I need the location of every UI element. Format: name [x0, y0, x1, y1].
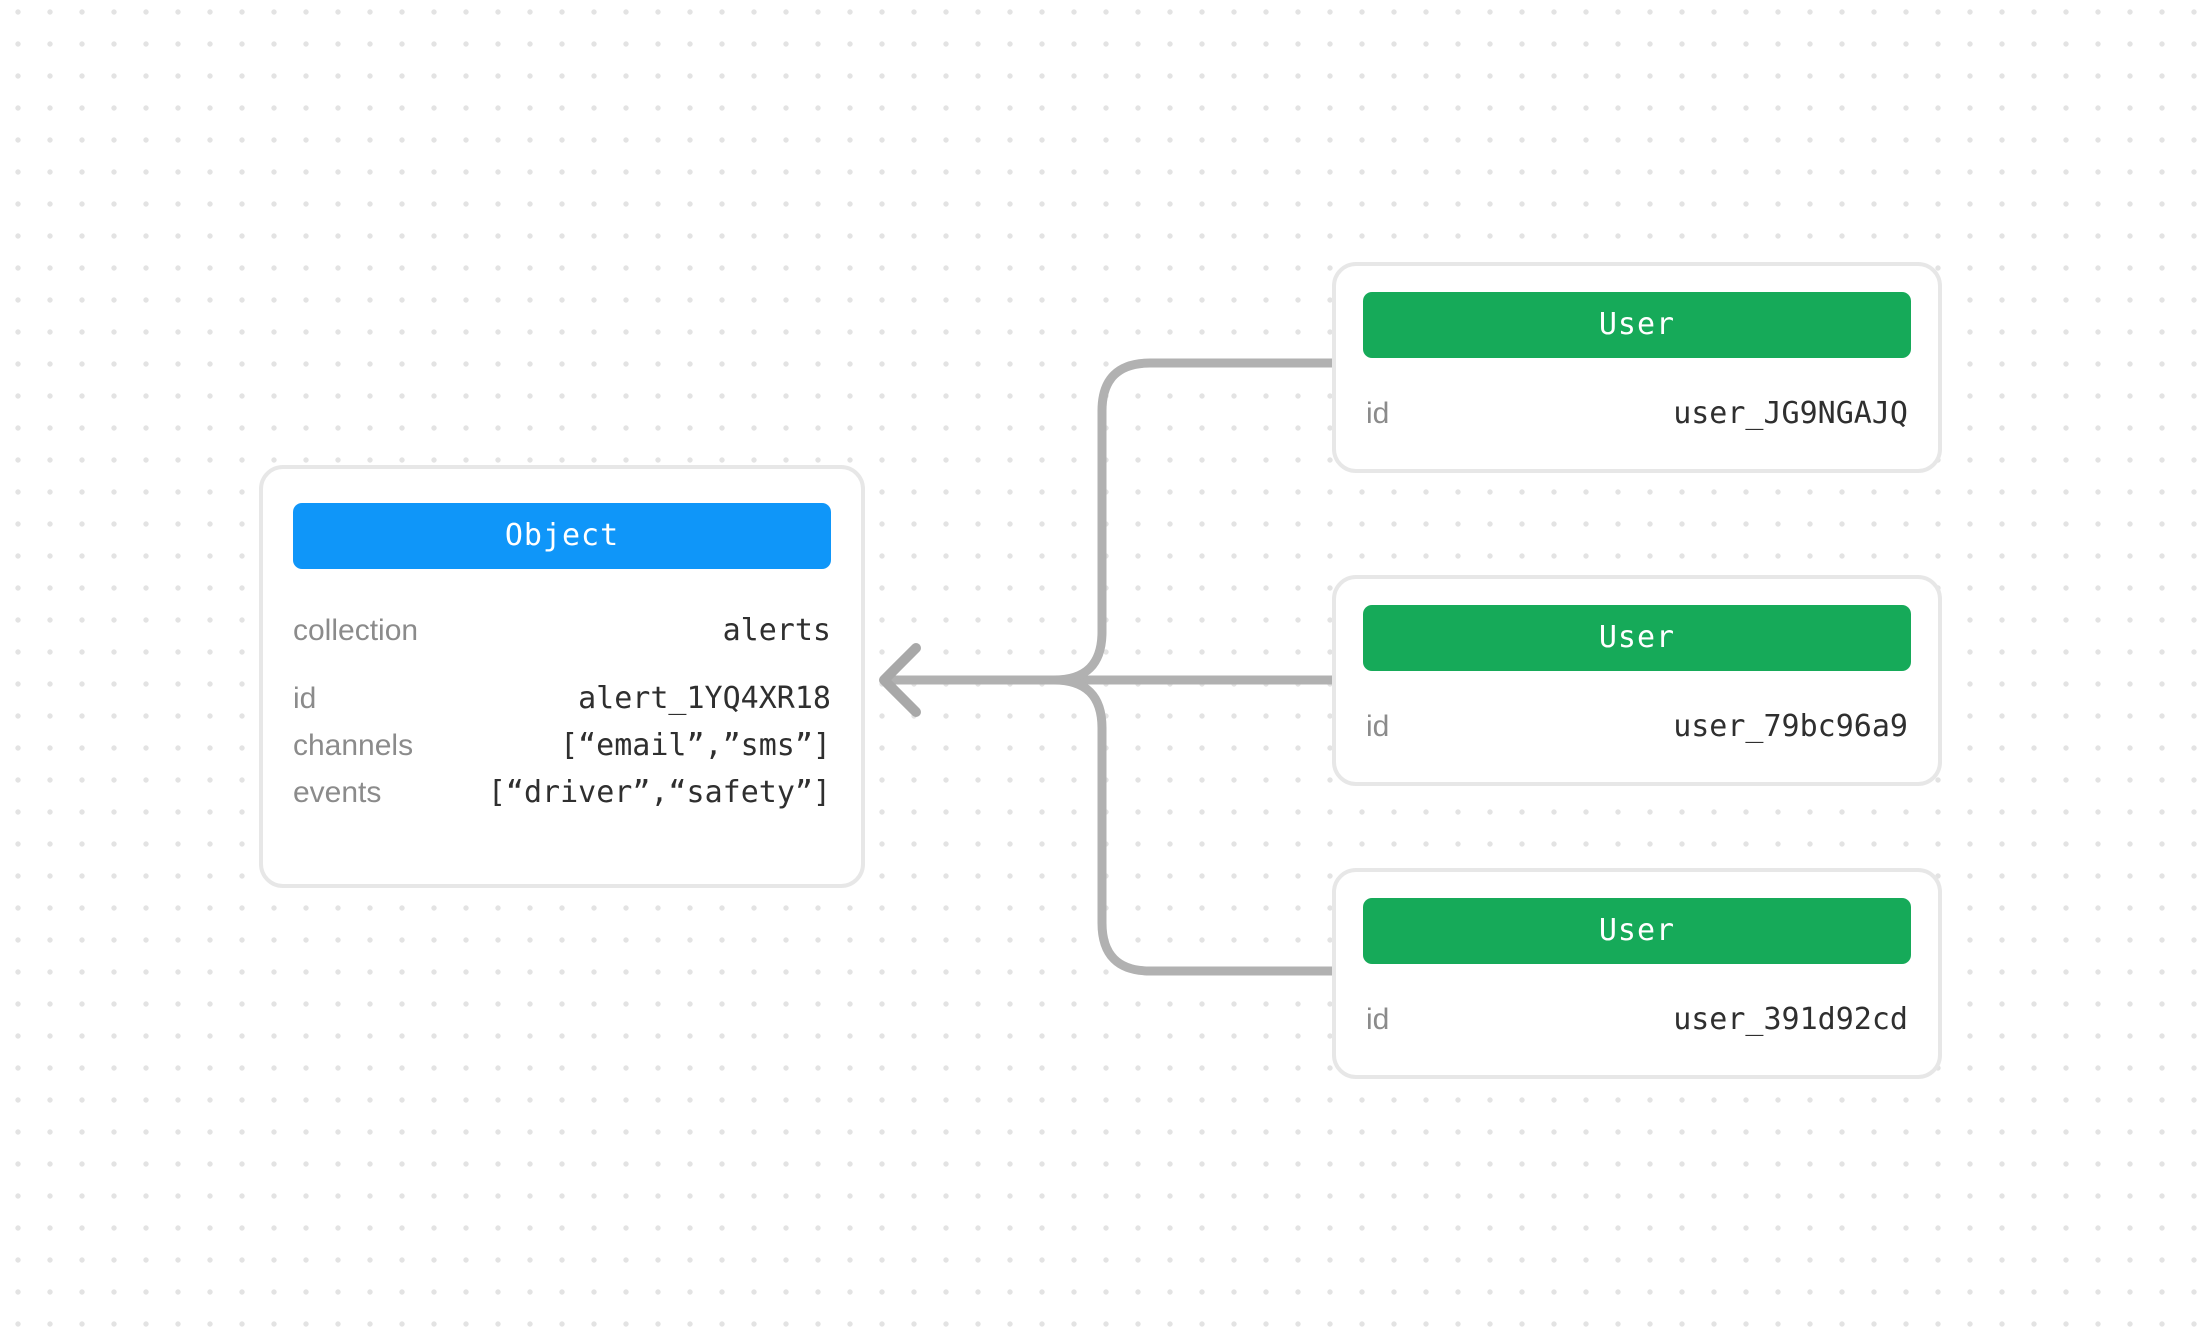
field-value: user_79bc96a9 [1673, 709, 1908, 744]
user-node-fields: id user_JG9NGAJQ [1366, 394, 1908, 434]
field-label: id [1366, 397, 1390, 430]
user-node-header: User [1363, 898, 1911, 964]
field-label: collection [293, 614, 419, 647]
user-node-card-3[interactable]: User id user_391d92cd [1332, 868, 1942, 1079]
field-row-channels: channels [“email”,”sms”] [293, 726, 831, 766]
field-label: channels [293, 729, 414, 762]
object-node-fields: collection alerts id alert_1YQ4XR18 chan… [293, 611, 831, 813]
user-node-card-1[interactable]: User id user_JG9NGAJQ [1332, 262, 1942, 473]
field-row-id: id user_JG9NGAJQ [1366, 394, 1908, 434]
field-value: user_JG9NGAJQ [1673, 396, 1908, 431]
field-label: id [1366, 1003, 1390, 1036]
edge-user3-to-object [1049, 675, 1343, 976]
field-value: alert_1YQ4XR18 [578, 681, 831, 716]
arrowhead-left-icon [879, 643, 921, 717]
field-row-collection: collection alerts [293, 611, 831, 651]
field-label: id [293, 682, 317, 715]
user-node-fields: id user_391d92cd [1366, 1000, 1908, 1040]
field-label: id [1366, 710, 1390, 743]
edge-user1-to-object [1049, 358, 1343, 685]
user-node-header: User [1363, 605, 1911, 671]
field-value: [“driver”,“safety”] [487, 775, 831, 810]
field-row-events: events [“driver”,“safety”] [293, 773, 831, 813]
field-value: alerts [722, 613, 831, 648]
field-value: user_391d92cd [1673, 1002, 1908, 1037]
field-row-id: id alert_1YQ4XR18 [293, 679, 831, 719]
user-node-header: User [1363, 292, 1911, 358]
user-node-card-2[interactable]: User id user_79bc96a9 [1332, 575, 1942, 786]
object-node-card[interactable]: Object collection alerts id alert_1YQ4XR… [259, 465, 865, 888]
user-node-fields: id user_79bc96a9 [1366, 707, 1908, 747]
field-value: [“email”,”sms”] [560, 728, 831, 763]
field-label: events [293, 776, 382, 809]
field-row-id: id user_79bc96a9 [1366, 707, 1908, 747]
object-node-header: Object [293, 503, 831, 569]
field-row-id: id user_391d92cd [1366, 1000, 1908, 1040]
